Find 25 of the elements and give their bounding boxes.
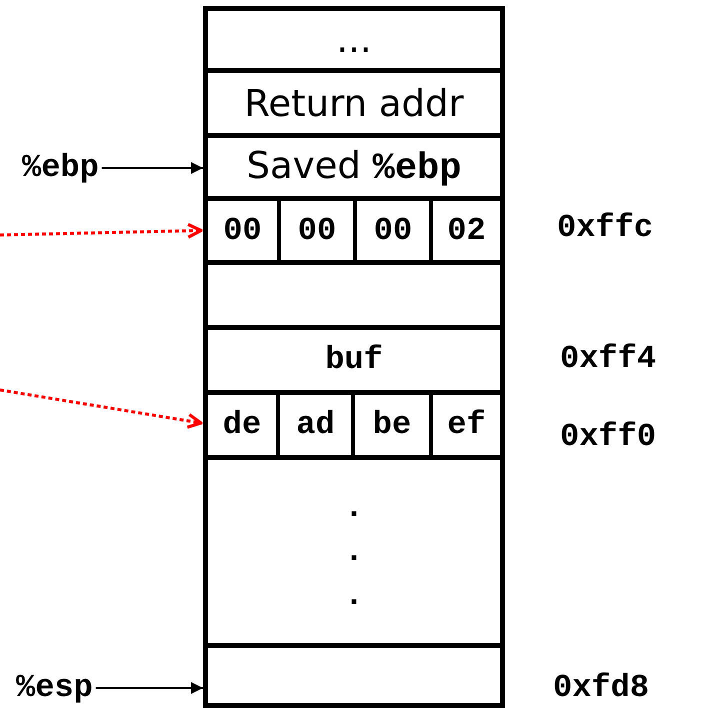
slot-text: Saved %ebp (246, 146, 462, 188)
slot-text: ... (336, 21, 372, 58)
ellipsis-dot: . (344, 492, 364, 524)
slot-text: 00 (223, 214, 262, 246)
address-label: 0xff0 (560, 421, 656, 453)
dotted-arrow (0, 388, 203, 429)
slot-text: de (222, 409, 262, 441)
slot-text: ad (296, 409, 335, 441)
slot-text: %ebp (22, 152, 99, 184)
dotted-arrow (0, 222, 203, 239)
ellipsis-dot: . (344, 580, 364, 612)
slot-text: Return addr (244, 84, 464, 122)
slot-text: be (372, 409, 412, 441)
slot-text: 02 (447, 214, 486, 246)
slot-text: 00 (374, 214, 412, 246)
slot-text: 00 (298, 214, 336, 246)
arrow (96, 682, 203, 694)
address-label: 0xff4 (560, 343, 656, 375)
ellipsis-dot: . (344, 536, 364, 568)
slot-text: %esp (16, 672, 93, 704)
address-label: 0xfd8 (553, 672, 650, 704)
slot-text: buf (325, 344, 383, 376)
address-label: 0xffc (557, 212, 654, 244)
slot-text: ef (447, 409, 486, 441)
arrow (102, 162, 203, 174)
